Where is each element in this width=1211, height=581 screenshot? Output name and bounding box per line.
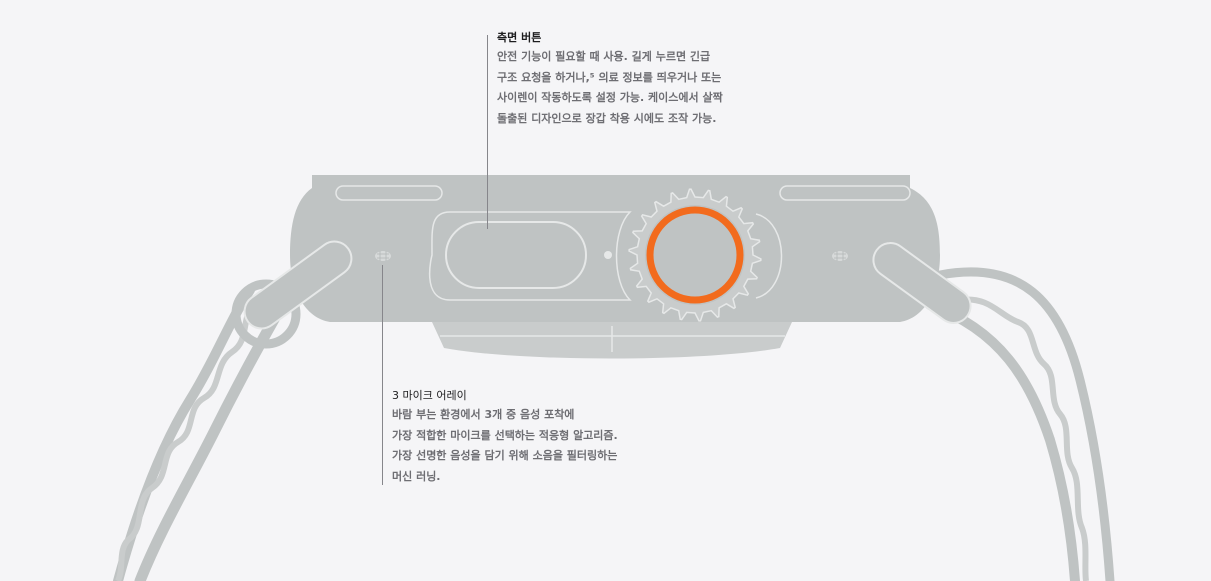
right-band-outer — [935, 267, 1115, 581]
side-button-description: 안전 기능이 필요할 때 사용. 길게 누르면 긴급 구조 요청을 하거나,⁵ … — [497, 47, 723, 129]
mic-array-line-4: 머신 러닝. — [392, 469, 441, 483]
case-dot — [604, 251, 612, 259]
microphone-grille-right-icon — [832, 251, 848, 261]
top-slot-left — [335, 185, 443, 201]
top-slot-right — [779, 185, 911, 201]
side-button-line-4: 돌출된 디자인으로 장갑 착용 시에도 조작 가능. — [497, 111, 717, 125]
side-button-title: 측면 버튼 — [497, 31, 542, 44]
left-lug — [243, 240, 353, 330]
microphone-grille-icon — [375, 251, 391, 261]
side-button-line-2: 구조 요청을 하거나,⁵ 의료 정보를 띄우거나 또는 — [497, 70, 722, 84]
crown-inner — [645, 205, 745, 305]
side-button-line-3: 사이렌이 작동하도록 설정 가능. 케이스에서 살짝 — [497, 91, 723, 104]
right-lug — [872, 242, 972, 324]
right-band-icon — [925, 267, 1115, 581]
mic-array-line-2: 가장 적합한 마이크를 선택하는 적응형 알고리즘. — [392, 428, 618, 442]
side-button-leader-line — [487, 35, 488, 229]
side-button-recess — [428, 211, 632, 301]
crown-guard-right — [755, 213, 783, 299]
left-band-icon — [113, 279, 301, 581]
left-band-ring — [231, 279, 301, 349]
right-band-wavy — [959, 296, 1089, 581]
mic-array-leader-line — [382, 265, 383, 485]
mic-array-line-1: 바람 부는 환경에서 3개 중 음성 포착에 — [392, 408, 575, 421]
digital-crown-icon — [628, 188, 783, 322]
side-button-icon — [445, 221, 587, 289]
left-band-wavy — [115, 298, 258, 581]
mic-array-title: 3 마이크 어레이 — [392, 389, 467, 402]
crown-orange-ring — [646, 206, 744, 304]
mic-array-description: 바람 부는 환경에서 3개 중 음성 포착에 가장 적합한 마이크를 선택하는 … — [392, 405, 618, 487]
left-band-inner — [134, 294, 291, 581]
mic-array-line-3: 가장 선명한 음성을 담기 위해 소음을 필터링하는 — [392, 449, 618, 462]
right-band-inner — [925, 300, 1080, 581]
side-button-line-1: 안전 기능이 필요할 때 사용. 길게 누르면 긴급 — [497, 50, 711, 63]
